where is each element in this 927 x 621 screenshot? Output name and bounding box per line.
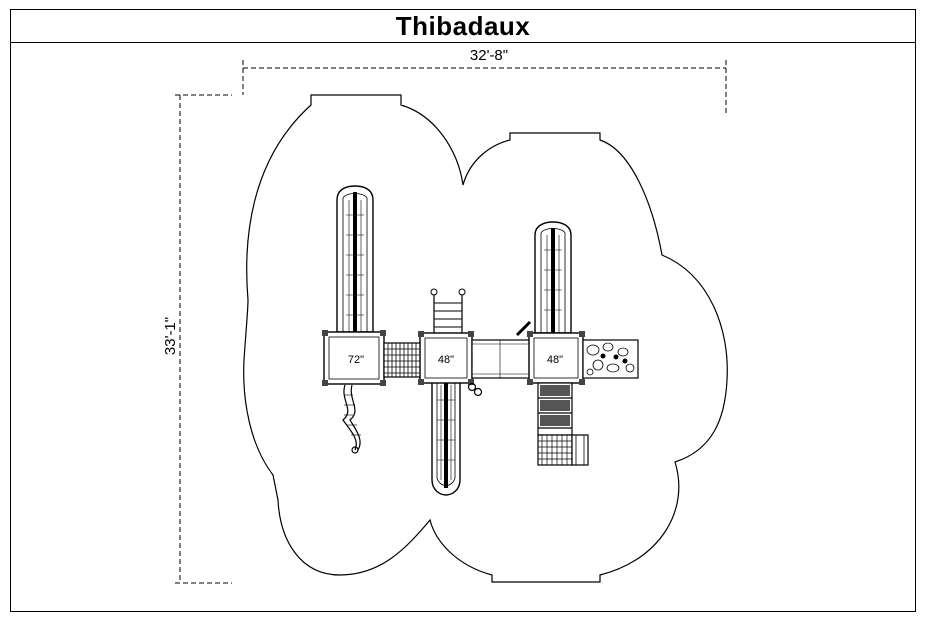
depth-label: 33'-1": [162, 317, 179, 355]
depth-dimension: 33'-1": [162, 94, 232, 584]
center-handles: [467, 382, 483, 397]
width-dimension: 32'-8": [242, 47, 727, 115]
page-title: Thibadaux: [395, 10, 531, 41]
right-deck: 48": [527, 331, 585, 385]
center-slide: [431, 383, 461, 496]
right-slide: [534, 221, 572, 334]
right-tunnel: [471, 339, 531, 379]
width-label: 32'-8": [470, 47, 508, 64]
left-deck: 72": [322, 330, 386, 386]
right-steps: [537, 382, 573, 436]
rock-wall: [582, 339, 639, 379]
center-ladder: [430, 288, 466, 333]
title-bar: Thibadaux: [10, 9, 916, 43]
left-slide: [336, 185, 374, 333]
left-climber: [342, 384, 361, 454]
right-landing: [537, 434, 589, 466]
safety-zone-outline: [243, 94, 728, 583]
steering-panel: [515, 320, 532, 337]
center-deck-height: 48": [438, 354, 454, 366]
left-deck-height: 72": [348, 354, 364, 366]
left-bridge: [383, 342, 423, 378]
center-deck: 48": [418, 331, 474, 385]
right-deck-height: 48": [547, 354, 563, 366]
